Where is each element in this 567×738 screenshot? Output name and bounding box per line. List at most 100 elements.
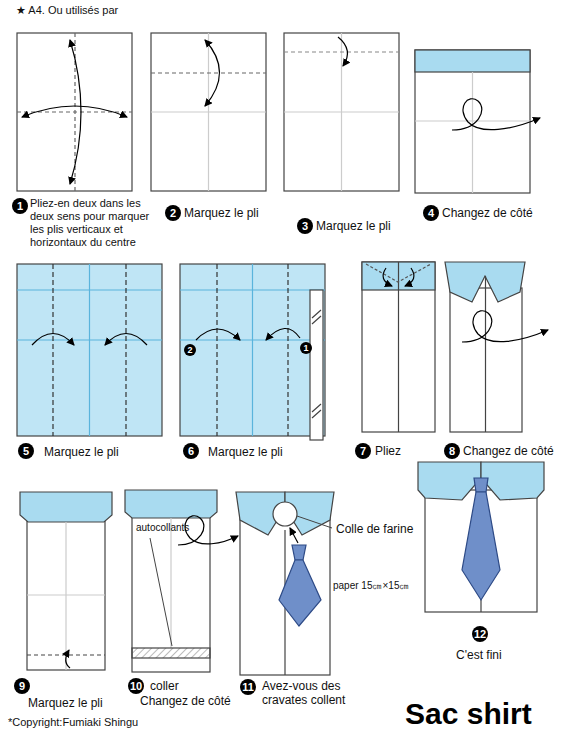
- shirt-back: [20, 492, 112, 522]
- step-number: 8: [444, 443, 460, 459]
- fold-arrow: [70, 40, 81, 184]
- fold-order-number: 2: [184, 344, 196, 356]
- paper-sheet: [310, 290, 323, 440]
- paper-sheet: [312, 310, 321, 418]
- shirt-front: [236, 492, 334, 675]
- paper-sheet: [17, 33, 132, 191]
- step-number: 4: [423, 205, 439, 221]
- fold-arrow: [383, 268, 414, 286]
- paper-sheet: [180, 264, 325, 440]
- fold-arrow: [105, 334, 147, 346]
- turn-over-arrow: [452, 99, 540, 130]
- paper-sheet: [151, 33, 266, 191]
- instruction-label: coller: [150, 679, 179, 693]
- fold-arrow: [32, 334, 147, 346]
- shirt-fold: [362, 262, 435, 432]
- shirt-front: [240, 508, 330, 675]
- shirt-back: [27, 522, 105, 670]
- necktie: [279, 560, 321, 626]
- glue-leader: [297, 516, 332, 528]
- instruction-label: Pliez-en deux dans les deux sens pour ma…: [30, 197, 158, 249]
- fold-arrow: [196, 328, 300, 340]
- fold-arrow: [338, 37, 347, 66]
- fold-arrow: [383, 268, 392, 286]
- instruction-label: paper 15㎝×15㎝: [333, 580, 409, 592]
- step-number: 9: [14, 678, 30, 694]
- paper-sheet: [284, 51, 399, 52]
- step-number: 7: [355, 443, 371, 459]
- glue-leader: [297, 516, 332, 528]
- paper-sheet: [17, 264, 162, 436]
- paper-sheet: [284, 33, 399, 191]
- necktie: [292, 545, 306, 560]
- fold-arrow: [266, 328, 300, 340]
- paper-sheet: [17, 33, 132, 191]
- shirt-back: [170, 518, 171, 648]
- shirt-back: [132, 648, 210, 658]
- paper-sheet: [53, 264, 126, 436]
- instruction-label: Marquez le pli: [208, 445, 283, 459]
- fold-arrow: [66, 650, 70, 668]
- finished-shirt: [425, 490, 537, 612]
- shirt-fold: [362, 262, 435, 432]
- shirt-back: [125, 490, 217, 518]
- paper-sheet: [151, 33, 266, 191]
- step-number: 2: [165, 205, 181, 221]
- finished-shirt: [418, 462, 544, 612]
- shirt-front: [445, 262, 525, 432]
- instruction-label: Marquez le pli: [184, 206, 259, 220]
- fold-arrow: [405, 268, 414, 286]
- instruction-label: Marquez le pli: [28, 696, 103, 710]
- step-number: 5: [18, 443, 34, 459]
- fold-arrow: [22, 40, 127, 184]
- instruction-label: Changez de côté: [463, 444, 554, 458]
- step-number: 1: [12, 198, 28, 214]
- fold-arrow: [196, 329, 240, 340]
- shirt-back: [125, 490, 217, 672]
- instruction-label: *Copyright:Fumiaki Shingu: [8, 716, 138, 729]
- turn-over-arrow: [452, 99, 540, 130]
- paper-sheet: [415, 50, 530, 193]
- paper-sheet: [415, 50, 530, 72]
- paper-sheet: [180, 264, 325, 436]
- instruction-label: Colle de farine: [336, 522, 413, 536]
- finished-shirt: [418, 462, 481, 500]
- leader-line: [150, 538, 172, 646]
- instruction-label: Changez de côté: [442, 206, 533, 220]
- finished-shirt: [462, 492, 500, 600]
- shirt-fold: [398, 262, 399, 432]
- fold-arrow: [338, 37, 347, 66]
- instruction-label: Avez-vous des cravates collent: [262, 679, 362, 707]
- step-number: 12: [472, 626, 488, 642]
- leader-line: [150, 538, 172, 646]
- shirt-back: [27, 515, 105, 670]
- paper-sheet: [180, 264, 325, 436]
- fold-arrow: [66, 650, 70, 668]
- fold-arrow: [22, 106, 127, 117]
- step-number: 10: [128, 678, 144, 694]
- step-number: 11: [240, 679, 256, 695]
- shirt-back: [132, 512, 210, 672]
- paper-sheet: [415, 50, 530, 193]
- instruction-label: ★ A4. Ou utilisés par: [16, 4, 118, 17]
- paper-sheet: [284, 33, 399, 191]
- paper-sheet: [217, 264, 288, 436]
- instruction-label: C'est fini: [456, 648, 502, 662]
- instruction-label: Marquez le pli: [316, 219, 391, 233]
- fold-arrow: [205, 40, 220, 106]
- turn-over-arrow: [462, 311, 548, 342]
- placement-arrow: [290, 528, 298, 543]
- fold-arrow: [32, 334, 74, 346]
- shirt-front: [273, 502, 297, 526]
- instruction-label: Changez de côté: [140, 694, 231, 708]
- paper-sheet: [151, 72, 266, 73]
- instruction-label: Marquez le pli: [44, 445, 119, 459]
- paper-sheet: [415, 72, 530, 193]
- fold-arrow: [205, 40, 220, 106]
- step-number: 3: [297, 218, 313, 234]
- fold-order-number: 1: [300, 342, 312, 354]
- diagram-title: Sac shirt: [405, 697, 532, 731]
- step-number: 6: [183, 443, 199, 459]
- instruction-label: Pliez: [375, 444, 401, 458]
